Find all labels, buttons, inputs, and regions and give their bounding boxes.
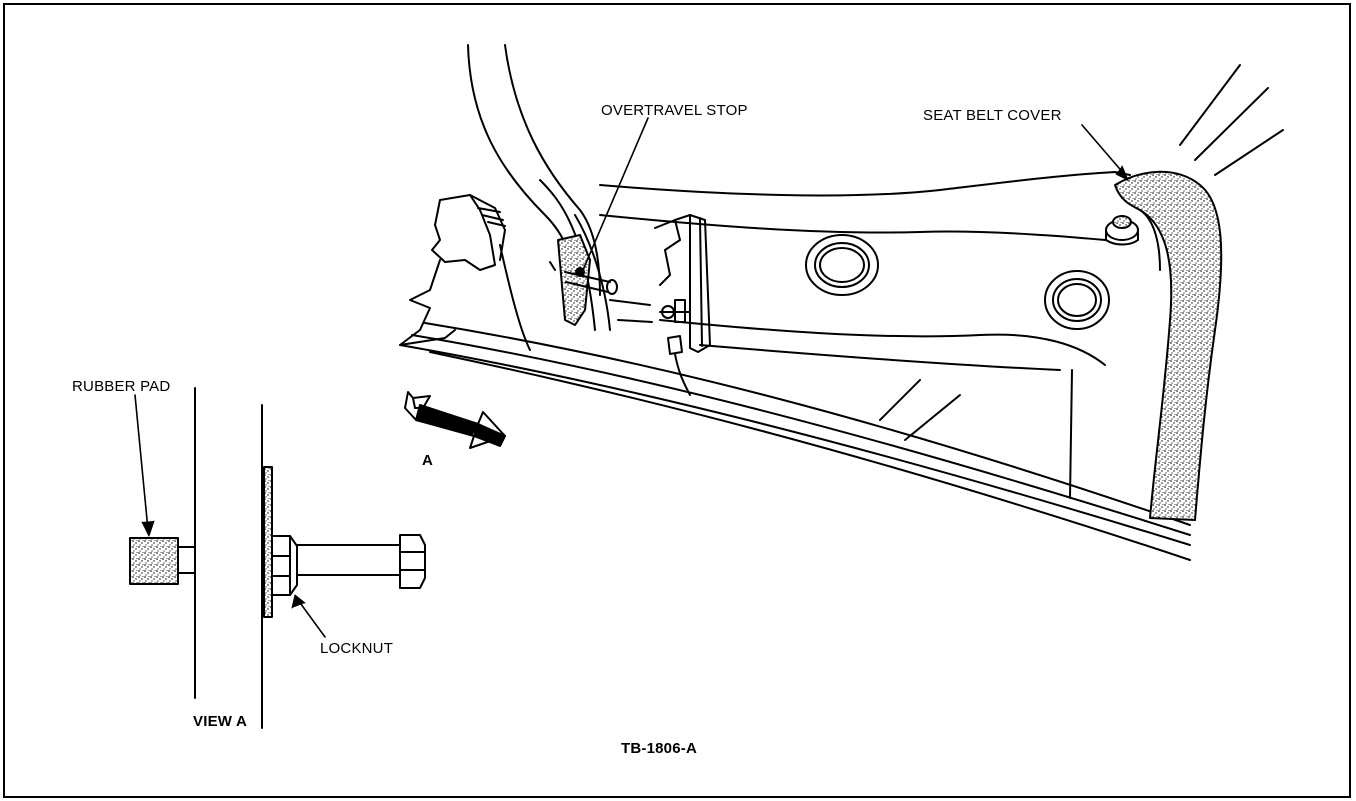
locknut (271, 535, 298, 596)
figure-code: TB-1806-A (621, 740, 697, 757)
label-seat-belt-cover: SEAT BELT COVER (923, 107, 1062, 124)
label-locknut: LOCKNUT (320, 640, 394, 657)
break-edge (399, 259, 456, 346)
hinge-bracket (431, 194, 506, 271)
overtravel-stop-bracket (549, 234, 618, 326)
grommet-hole-1 (805, 234, 879, 296)
view-direction-arrow (404, 391, 506, 449)
seat-belt-cover-leader (1081, 124, 1126, 176)
seat-belt-cover (1105, 170, 1223, 521)
door-sill-lines (399, 322, 1191, 561)
label-view-a: VIEW A (193, 713, 247, 730)
seat-belt-straps (1179, 64, 1284, 176)
label-rubber-pad: RUBBER PAD (72, 378, 171, 395)
locknut-leader (297, 599, 326, 638)
diagram-frame (3, 3, 1351, 798)
overtravel-stop-leader (582, 117, 649, 271)
door-latch-assembly (654, 214, 711, 396)
inner-door-panel (499, 171, 1131, 499)
rubber-pad-leader (134, 394, 149, 531)
label-view-arrow: A (422, 452, 434, 469)
grommet-hole-2 (1044, 270, 1110, 330)
view-a-detail (129, 387, 426, 729)
label-overtravel-stop: OVERTRAVEL STOP (601, 102, 748, 119)
rubber-pad (129, 537, 179, 585)
